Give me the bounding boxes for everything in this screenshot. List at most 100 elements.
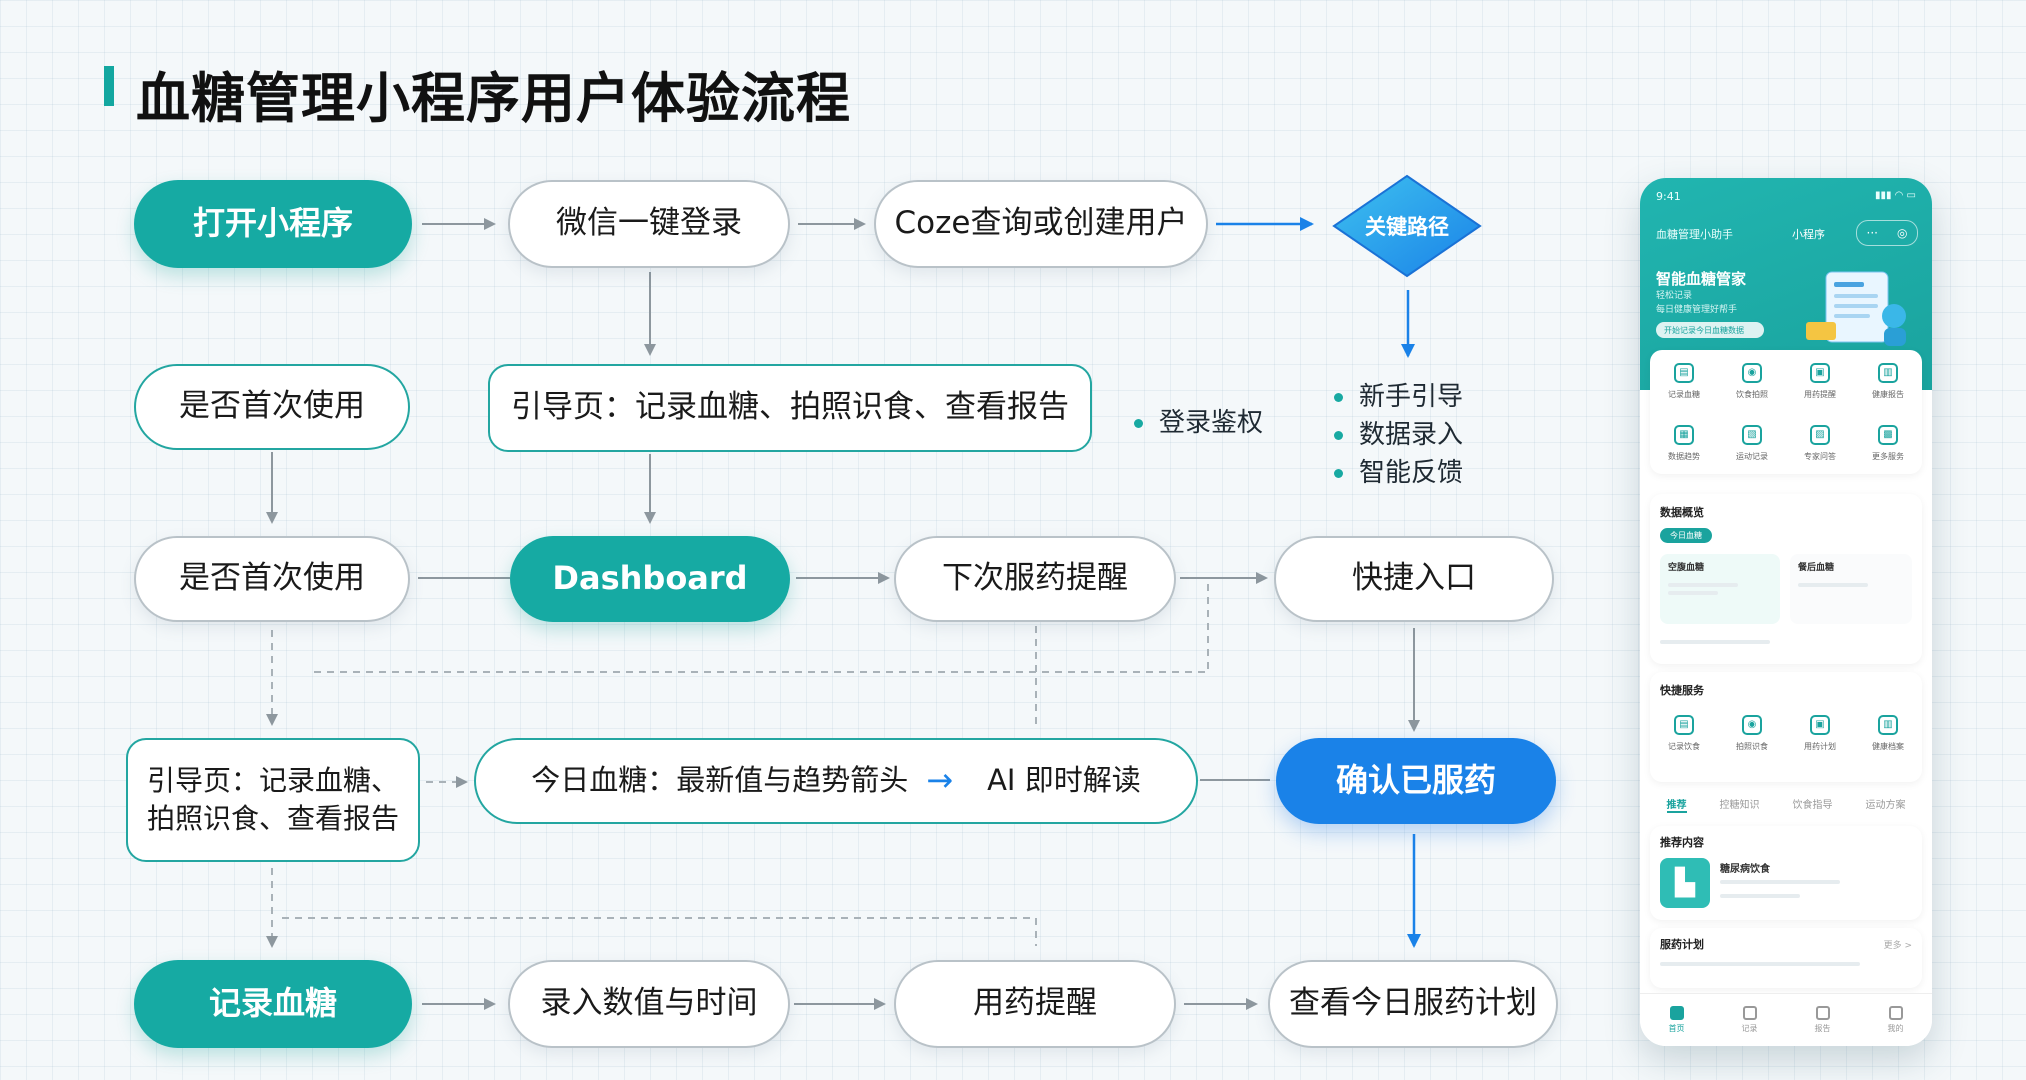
grid-item[interactable]: ▦数据趋势 xyxy=(1650,412,1718,474)
overview-card: 数据概览 今日血糖 空腹血糖 餐后血糖 xyxy=(1650,494,1922,664)
section-recommend-title: 推荐内容 xyxy=(1660,836,1704,849)
quick-item[interactable]: ▤ 记录饮食 xyxy=(1650,702,1718,764)
placeholder-line xyxy=(1660,962,1860,966)
quick-service-grid: ▤ 记录饮食 ◉拍照识食 ▣用药计划 ▥ 健康档案 xyxy=(1650,702,1922,764)
node-confirm-med: 确认已服药 xyxy=(1276,738,1556,824)
today-glucose-tag[interactable]: 今日血糖 xyxy=(1660,528,1712,543)
tab-knowledge[interactable]: 控糖知识 xyxy=(1719,800,1760,811)
annotation-key-point-1: 新手引导 xyxy=(1334,376,1463,413)
med-plan-card: 服药计划 更多 > xyxy=(1650,928,1922,988)
node-today-glucose: 今日血糖：最新值与趋势箭头 → AI 即时解读 xyxy=(474,738,1198,824)
record-icon: ▤ xyxy=(1674,362,1694,383)
placeholder-line xyxy=(1660,640,1770,644)
tabbar-report[interactable]: 报告 xyxy=(1815,1006,1831,1034)
tabbar-home[interactable]: 首页 xyxy=(1669,1006,1685,1034)
node-guide-page-2: 引导页：记录血糖、 拍照识食、查看报告 xyxy=(126,738,420,862)
report-illustration-icon xyxy=(1806,271,1906,346)
quick-label: 记录饮食 xyxy=(1668,741,1700,751)
placeholder-line xyxy=(1720,894,1800,898)
banner-sub-line: 轻松记录 xyxy=(1656,291,1693,301)
grid-label: 更多服务 xyxy=(1872,451,1904,461)
plan-icon: ▣ xyxy=(1810,714,1830,735)
key-point-text: 数据录入 xyxy=(1359,420,1464,450)
nav-title: 小程序 xyxy=(1792,228,1825,241)
more-link[interactable]: 更多 > xyxy=(1883,941,1912,951)
node-dashboard: Dashboard xyxy=(510,536,790,622)
quick-item[interactable]: ▥ 健康档案 xyxy=(1854,702,1922,764)
nav-left-text: 血糖管理小助手 xyxy=(1656,228,1733,241)
bullet-dot xyxy=(1334,431,1343,440)
food-icon: ▤ xyxy=(1674,714,1694,735)
grid-item[interactable]: ▨ 专家问答 xyxy=(1786,412,1854,474)
grid-item[interactable]: ▥ 健康报告 xyxy=(1854,350,1922,412)
user-icon xyxy=(1888,1006,1903,1020)
title-accent-bar xyxy=(104,66,114,106)
tab-recommend[interactable]: 推荐 xyxy=(1666,796,1687,813)
function-grid-card: ▤记录血糖 ◉ 饮食拍照 ▣用药提醒 ▥ 健康报告 ▦数据趋势 ▧运动记录 ▨ 专家问… xyxy=(1650,350,1922,474)
grid-item[interactable]: ▣用药提醒 xyxy=(1786,350,1854,412)
node-key-path: 关键路径 xyxy=(1332,174,1482,278)
node-med-reminder: 用药提醒 xyxy=(894,960,1176,1048)
more-icon[interactable]: ··· xyxy=(1866,226,1878,240)
more-services-icon: ▩ xyxy=(1878,424,1898,445)
today-glucose-text: 今日血糖：最新值与趋势箭头 xyxy=(531,763,909,798)
page-title: 血糖管理小程序用户体验流程 xyxy=(136,67,851,130)
bullet-dot xyxy=(1334,393,1343,402)
status-icons: ▮▮▮ ◠ ▭ xyxy=(1874,190,1916,201)
function-grid: ▤记录血糖 ◉ 饮食拍照 ▣用药提醒 ▥ 健康报告 ▦数据趋势 ▧运动记录 ▨ 专家问… xyxy=(1650,350,1922,474)
banner-subtitle: 轻松记录 每日健康管理好帮手 xyxy=(1656,290,1737,317)
miniapp-capsule[interactable]: ··· ◎ xyxy=(1856,220,1918,246)
tabbar-me[interactable]: 我的 xyxy=(1888,1006,1904,1034)
postmeal-card[interactable]: 餐后血糖 xyxy=(1790,554,1912,624)
banner-title: 智能血糖管家 xyxy=(1656,270,1747,288)
grid-label: 饮食拍照 xyxy=(1736,389,1768,399)
node-view-med-plan: 查看今日服药计划 xyxy=(1268,960,1558,1048)
login-auth-text: 登录鉴权 xyxy=(1159,408,1264,438)
section-quick-title: 快捷服务 xyxy=(1660,684,1704,697)
tabbar-label: 报告 xyxy=(1814,1024,1831,1033)
camera-icon: ◉ xyxy=(1742,362,1762,383)
node-first-use-2: 是否首次使用 xyxy=(134,536,410,622)
ai-interpret-text: AI 即时解读 xyxy=(987,763,1141,798)
arrow-right-icon: → xyxy=(926,761,954,800)
quick-item[interactable]: ▣用药计划 xyxy=(1786,702,1854,764)
recommend-card: 推荐内容 ▙ 糖尿病饮食 xyxy=(1650,826,1922,920)
grid-label: 专家问答 xyxy=(1804,451,1836,461)
node-first-use-1: 是否首次使用 xyxy=(134,364,410,450)
postmeal-label: 餐后血糖 xyxy=(1798,563,1835,573)
run-icon: ▧ xyxy=(1742,424,1762,445)
record-icon xyxy=(1742,1006,1757,1020)
quick-label: 健康档案 xyxy=(1872,741,1904,751)
status-time: 9:41 xyxy=(1656,190,1681,203)
report-icon: ▥ xyxy=(1878,362,1898,383)
fasting-card[interactable]: 空腹血糖 xyxy=(1660,554,1780,624)
article-title[interactable]: 糖尿病饮食 xyxy=(1720,864,1770,875)
node-next-reminder: 下次服药提醒 xyxy=(894,536,1176,622)
placeholder-line xyxy=(1668,591,1718,595)
camera-icon: ◉ xyxy=(1742,714,1762,735)
tabbar-label: 我的 xyxy=(1887,1024,1904,1033)
close-icon[interactable]: ◎ xyxy=(1897,226,1908,240)
guide2-line-2: 拍照识食、查看报告 xyxy=(146,802,399,835)
grid-item[interactable]: ▧运动记录 xyxy=(1718,412,1786,474)
node-record-glucose: 记录血糖 xyxy=(134,960,412,1048)
grid-item[interactable]: ◉ 饮食拍照 xyxy=(1718,350,1786,412)
bullet-dot xyxy=(1134,419,1143,428)
chat-icon: ▨ xyxy=(1810,424,1830,445)
banner-pill-button[interactable]: 开始记录今日血糖数据 xyxy=(1656,322,1764,338)
grid-item[interactable]: ▩ 更多服务 xyxy=(1854,412,1922,474)
content-tabs: 推荐 控糖知识 饮食指导 运动方案 xyxy=(1650,796,1922,813)
tab-exercise[interactable]: 运动方案 xyxy=(1865,800,1906,811)
report-icon xyxy=(1815,1006,1830,1020)
home-icon xyxy=(1669,1006,1684,1020)
tabbar-label: 记录 xyxy=(1741,1024,1758,1033)
quick-item[interactable]: ◉拍照识食 xyxy=(1718,702,1786,764)
grid-label: 健康报告 xyxy=(1872,389,1904,399)
grid-label: 用药提醒 xyxy=(1804,389,1836,399)
tabbar-record[interactable]: 记录 xyxy=(1742,1006,1758,1034)
placeholder-line xyxy=(1720,880,1840,884)
tab-diet[interactable]: 饮食指导 xyxy=(1792,800,1833,811)
file-icon: ▥ xyxy=(1878,714,1898,735)
grid-item[interactable]: ▤记录血糖 xyxy=(1650,350,1718,412)
